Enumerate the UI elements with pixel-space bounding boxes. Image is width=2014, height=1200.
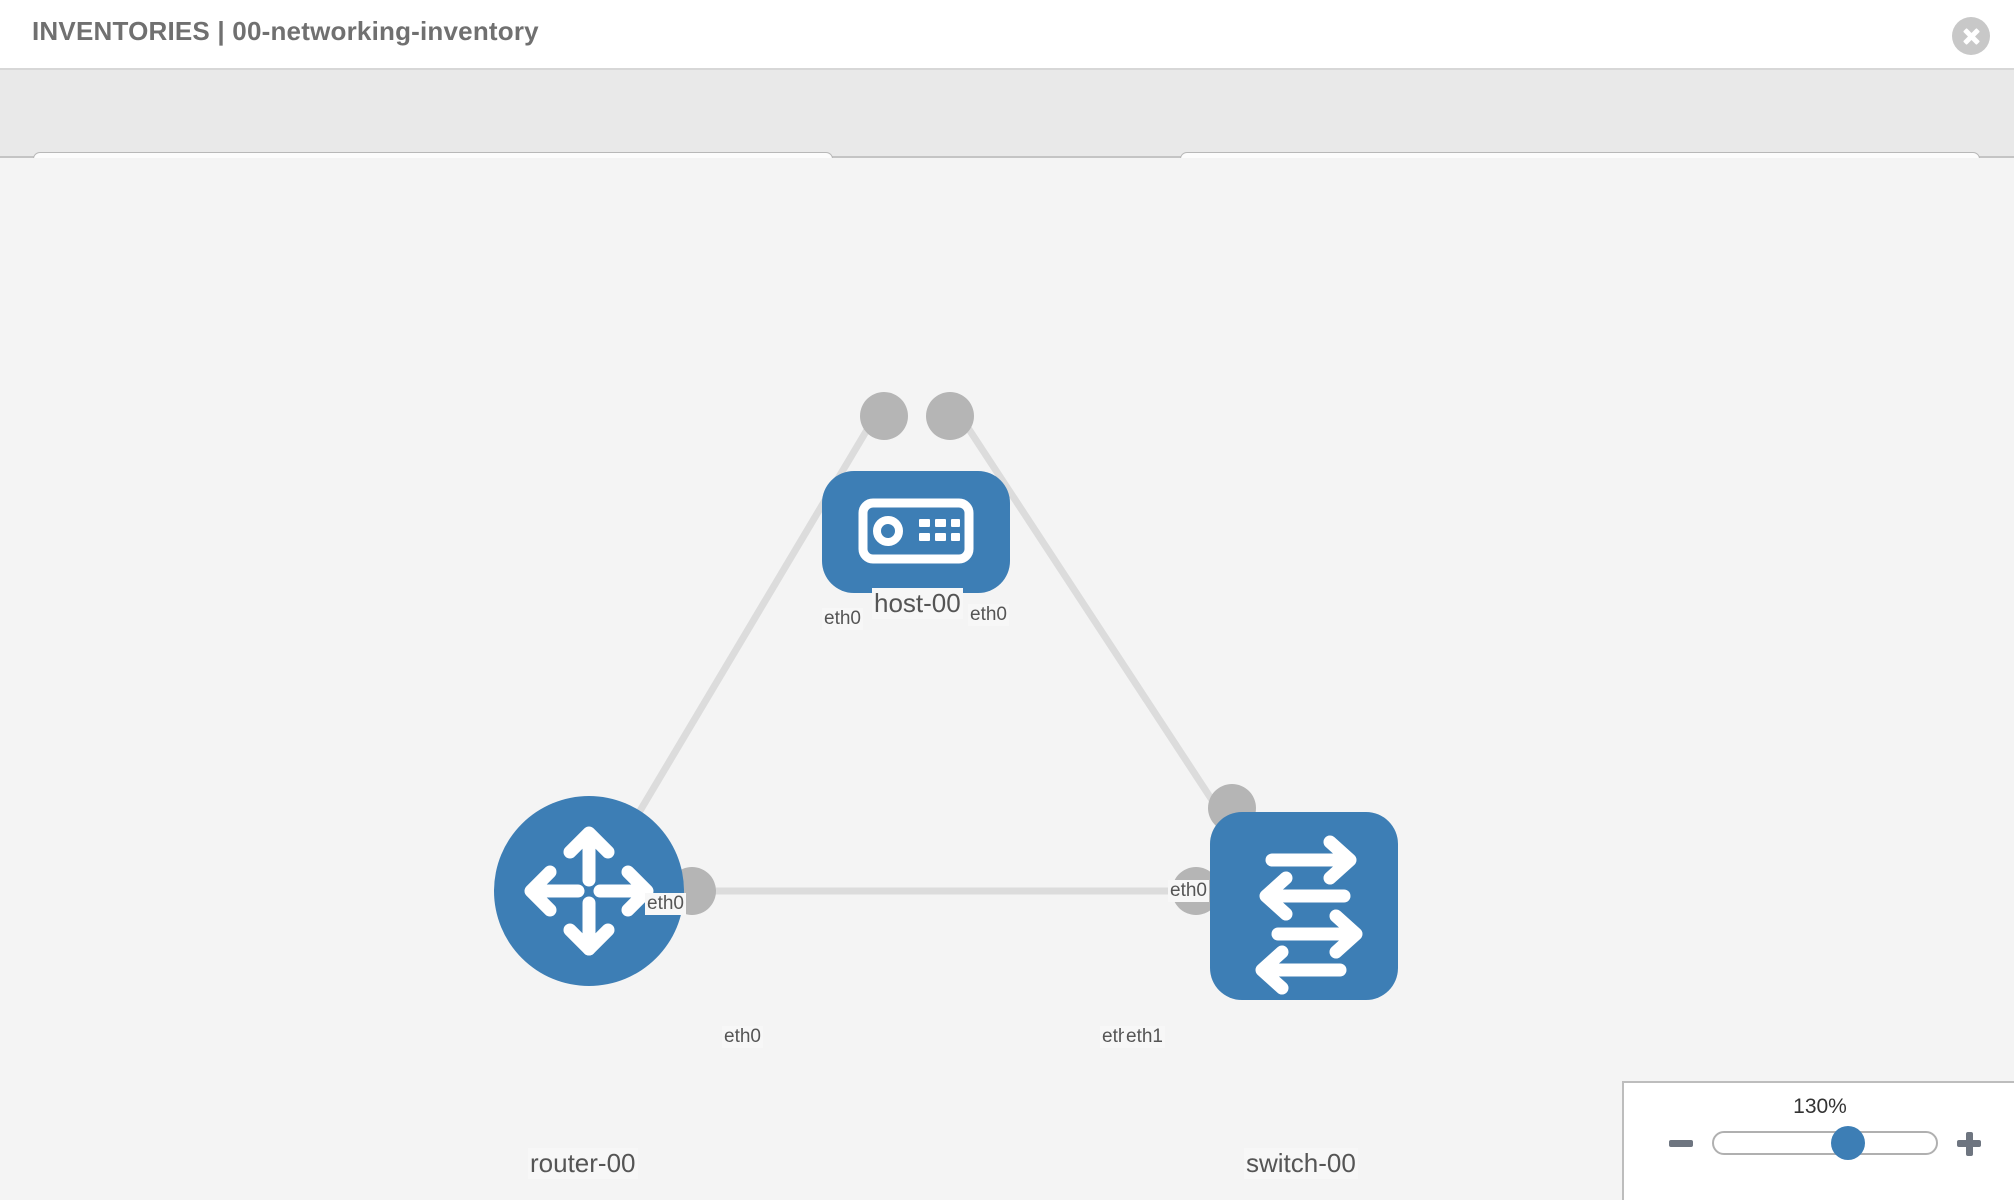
link-host00-switch00 — [952, 406, 1253, 860]
topology-ports — [668, 392, 1256, 915]
zoom-level-label: 130% — [1793, 1095, 1847, 1118]
zoom-slider-thumb[interactable] — [1830, 1126, 1865, 1160]
page-title: INVENTORIES | 00-networking-inventory — [32, 16, 539, 46]
zoom-control-panel: 130% — [1622, 1081, 2014, 1200]
node-router-00 — [494, 796, 684, 986]
topology-graph[interactable] — [0, 158, 2014, 1200]
iface-label-host00-right: eth0 — [968, 604, 1009, 626]
iface-label-switch00-left: eth1 — [1124, 1026, 1165, 1048]
node-label-host-00: host-00 — [872, 588, 963, 619]
node-switch-00 — [1210, 812, 1398, 1000]
close-icon[interactable] — [1952, 17, 1990, 55]
minus-icon[interactable] — [1666, 1128, 1696, 1158]
node-host-00 — [822, 471, 1010, 593]
node-label-router-00: router-00 — [528, 1148, 638, 1179]
zoom-slider[interactable] — [1712, 1126, 1938, 1160]
iface-label-switch00-left-partial: eth — [1100, 1026, 1131, 1048]
plus-icon[interactable] — [1954, 1128, 1984, 1158]
toolbar: ACTIONS SEARCH — [0, 70, 2014, 203]
iface-label-router00-right: eth0 — [722, 1026, 763, 1048]
iface-label-router00-up: eth0 — [645, 893, 686, 915]
port-host00-right — [926, 392, 974, 440]
node-label-switch-00: switch-00 — [1244, 1148, 1358, 1179]
topology-canvas[interactable]: host-00 router-00 switch-00 eth0 eth0 et… — [0, 158, 2014, 1200]
iface-label-switch00-up: eth0 — [1168, 880, 1209, 902]
page-header: INVENTORIES | 00-networking-inventory — [0, 0, 2014, 70]
port-host00-left — [860, 392, 908, 440]
iface-label-host00-left: eth0 — [822, 608, 863, 630]
